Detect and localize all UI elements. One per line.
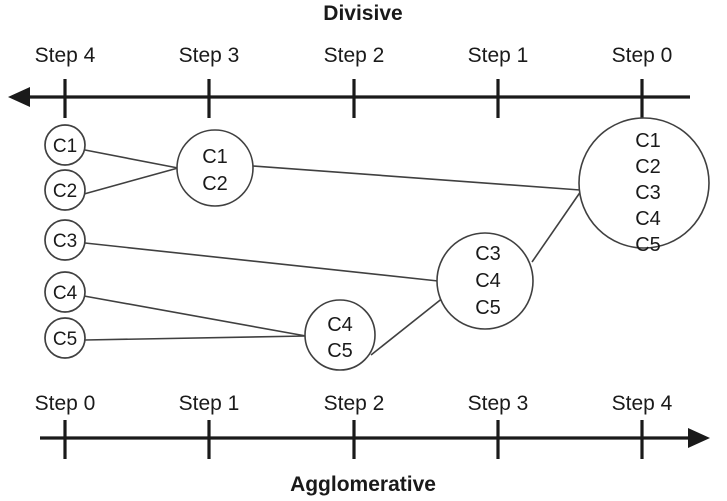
cluster-label-root-line3: C3 — [635, 182, 661, 204]
link-c4-to-c4c5 — [83, 295, 307, 337]
leaf-circle-c1 — [44, 124, 86, 166]
bottom-axis-label-2: Step 2 — [324, 392, 385, 415]
cluster-circle-c1-c2 — [176, 129, 254, 207]
left-arrow-icon — [8, 87, 30, 107]
leaf-node-c2[interactable]: C2 — [44, 169, 86, 211]
leaf-label-c5: C5 — [53, 329, 77, 350]
cluster-circle-c3-c4-c5 — [436, 232, 534, 330]
right-arrow-icon — [688, 428, 710, 448]
top-axis — [8, 79, 690, 118]
cluster-node-c1-c2[interactable]: C1 C2 — [176, 129, 254, 207]
leaf-label-c2: C2 — [53, 181, 77, 202]
top-axis-label-0: Step 4 — [35, 44, 96, 67]
bottom-axis-label-4: Step 4 — [612, 392, 673, 415]
cluster-label-c1-c2-line1: C1 — [202, 146, 228, 168]
leaf-circle-c5 — [44, 317, 86, 359]
bottom-axis-label-1: Step 1 — [179, 392, 240, 415]
cluster-circle-c4-c5 — [304, 299, 376, 371]
leaf-node-c1[interactable]: C1 — [44, 124, 86, 166]
cluster-label-c3-c4-c5-line1: C3 — [475, 243, 501, 265]
cluster-label-c4-c5-line2: C5 — [327, 340, 353, 362]
link-c3-to-c3c4c5 — [84, 242, 439, 282]
top-axis-label-1: Step 3 — [179, 44, 240, 67]
leaf-node-c5[interactable]: C5 — [44, 317, 86, 359]
cluster-label-root-line5: C5 — [635, 234, 661, 256]
cluster-label-c4-c5-line1: C4 — [327, 314, 353, 336]
cluster-label-root-line1: C1 — [635, 130, 661, 152]
cluster-label-c3-c4-c5-line3: C5 — [475, 297, 501, 319]
cluster-circle-root — [578, 117, 710, 249]
leaf-label-c3: C3 — [53, 231, 77, 252]
link-c3c4c5-to-root — [531, 190, 582, 263]
top-axis-label-4: Step 0 — [612, 44, 673, 67]
leaf-circle-c4 — [44, 271, 86, 313]
link-c2-to-c1c2 — [83, 167, 179, 195]
bottom-axis-label-3: Step 3 — [468, 392, 529, 415]
top-axis-label-2: Step 2 — [324, 44, 385, 67]
leaf-label-c1: C1 — [53, 136, 77, 157]
link-group — [83, 149, 582, 356]
leaf-node-c3[interactable]: C3 — [44, 219, 86, 261]
cluster-label-root-line4: C4 — [635, 208, 661, 230]
cluster-label-c1-c2-line2: C2 — [202, 173, 228, 195]
leaf-node-c4[interactable]: C4 — [44, 271, 86, 313]
bottom-axis-label-0: Step 0 — [35, 392, 96, 415]
leaf-label-c4: C4 — [53, 283, 78, 304]
bottom-axis — [40, 420, 710, 459]
link-c5-to-c4c5 — [84, 335, 307, 341]
leaf-circle-c3 — [44, 219, 86, 261]
divisive-title: Divisive — [323, 2, 402, 25]
cluster-label-c3-c4-c5-line2: C4 — [475, 270, 501, 292]
leaf-circle-c2 — [44, 169, 86, 211]
cluster-node-root[interactable]: C1 C2 C3 C4 C5 — [578, 117, 710, 256]
top-axis-label-3: Step 1 — [468, 44, 529, 67]
agglomerative-title: Agglomerative — [290, 473, 436, 496]
cluster-node-c3-c4-c5[interactable]: C3 C4 C5 — [436, 232, 534, 330]
link-c4c5-to-c3c4c5 — [370, 296, 445, 356]
cluster-node-c4-c5[interactable]: C4 C5 — [304, 299, 376, 371]
link-c1-to-c1c2 — [84, 149, 179, 169]
link-c1c2-to-root — [252, 165, 581, 191]
cluster-label-root-line2: C2 — [635, 156, 661, 178]
